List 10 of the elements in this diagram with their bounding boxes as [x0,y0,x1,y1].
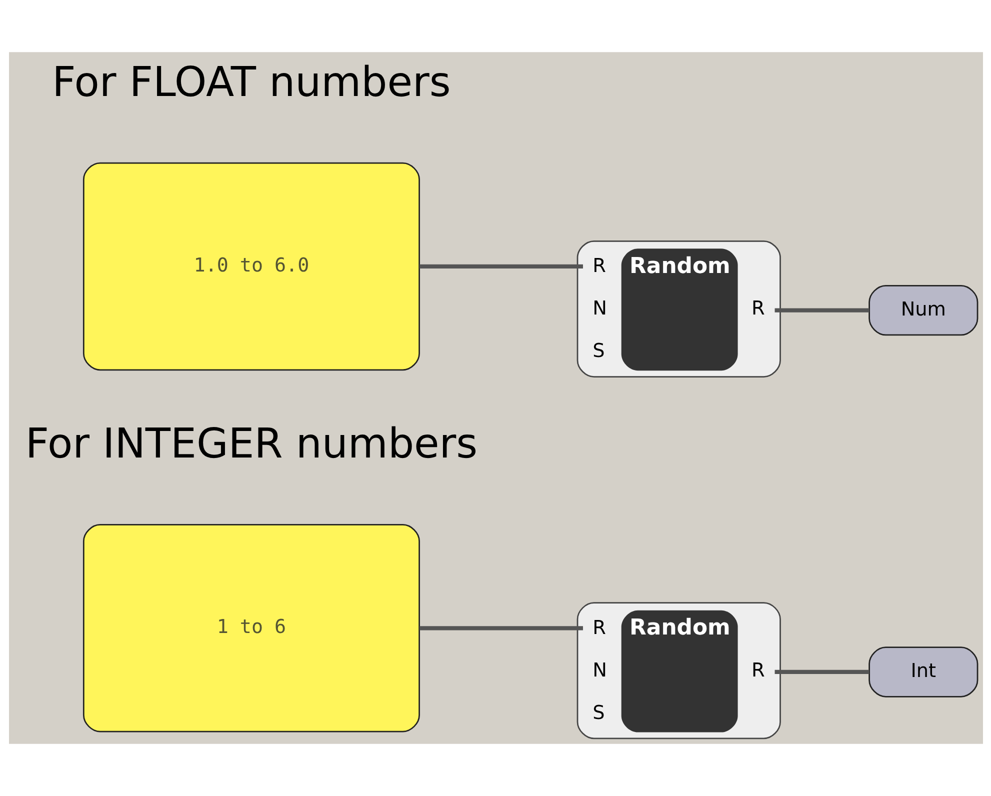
label: For INTEGER numbers [24,420,478,468]
connector [419,626,582,630]
connector [419,264,582,269]
label: For FLOAT numbers [52,58,450,106]
node-box: 1.0 to 6.0 [82,162,420,371]
node-box: Int [868,646,978,698]
connector [774,670,869,674]
node-box: Num [868,284,978,336]
connector [774,308,869,312]
node-box: 1 to 6 [82,524,420,732]
